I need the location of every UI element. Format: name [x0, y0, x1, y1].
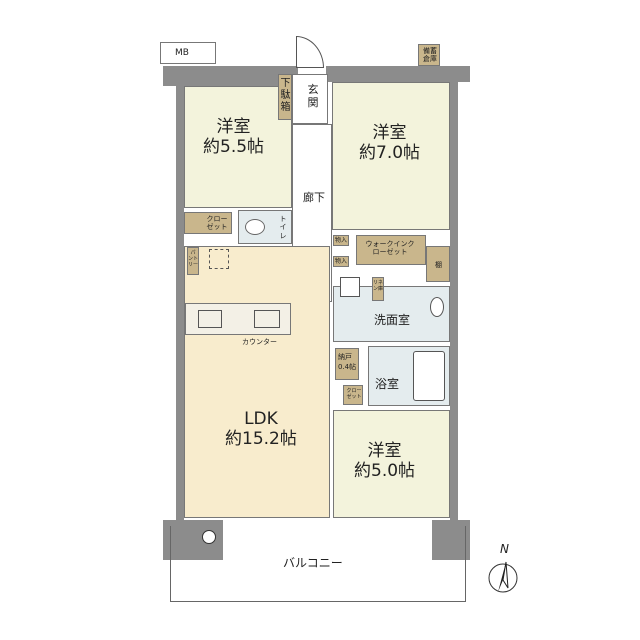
stockpile-storage: 備蓄倉庫	[418, 44, 440, 66]
mb-label: MB	[175, 48, 189, 58]
walk-in-closet: ウォークインクローゼット	[356, 235, 426, 265]
toilet: トイレ	[238, 210, 292, 244]
room-name: LDK	[244, 409, 278, 429]
bathroom: 浴室	[368, 346, 450, 406]
pillar-right	[432, 520, 470, 560]
wall-top-left	[163, 66, 298, 86]
washbasin-icon	[430, 297, 444, 317]
north-arrow-icon	[488, 561, 518, 593]
room-name: 洋室	[367, 441, 402, 461]
storage-2: 物入	[333, 256, 349, 267]
room-size: 約7.0帖	[359, 143, 421, 164]
washing-machine-icon	[340, 277, 360, 297]
shelf: 棚	[426, 246, 450, 282]
balcony: バルコニー	[170, 526, 466, 602]
entrance[interactable]: 玄関	[292, 74, 328, 124]
shoe-box: 下駄箱	[278, 74, 292, 120]
sink-icon	[254, 310, 280, 328]
storage-1: 物入	[333, 235, 349, 246]
room-name: 洋室	[372, 123, 407, 143]
room-western-7-0: 洋室約7.0帖	[332, 82, 450, 230]
drain-icon	[202, 530, 216, 544]
kitchen-counter: カウンター	[185, 303, 291, 346]
north-label: N	[500, 542, 509, 556]
wall-right	[450, 66, 458, 526]
mb-box: MB	[160, 42, 216, 64]
room-size: 約5.0帖	[354, 461, 416, 482]
room-size: 約15.2帖	[225, 429, 297, 450]
linen-storage: リネン庫	[372, 277, 384, 301]
bathtub-icon	[413, 351, 445, 401]
room-western-5-5: 洋室約5.5帖	[184, 86, 292, 208]
stove-icon	[198, 310, 222, 328]
front-door[interactable]	[296, 36, 324, 68]
room-size: 約5.5帖	[203, 137, 265, 158]
ventilation-icon	[209, 249, 229, 269]
wall-left	[176, 66, 184, 526]
washroom: 洗面室 リネン庫	[333, 277, 450, 342]
compass: N	[486, 542, 520, 598]
toilet-icon	[245, 219, 265, 235]
room-western-5-0: 洋室約5.0帖	[333, 410, 450, 518]
pantry: パントリー	[187, 247, 199, 275]
wall-top-right	[326, 66, 470, 82]
room-name: 洋室	[216, 117, 251, 137]
closet-1: クローゼット	[184, 212, 232, 234]
closet-2: クローゼット	[343, 385, 363, 405]
